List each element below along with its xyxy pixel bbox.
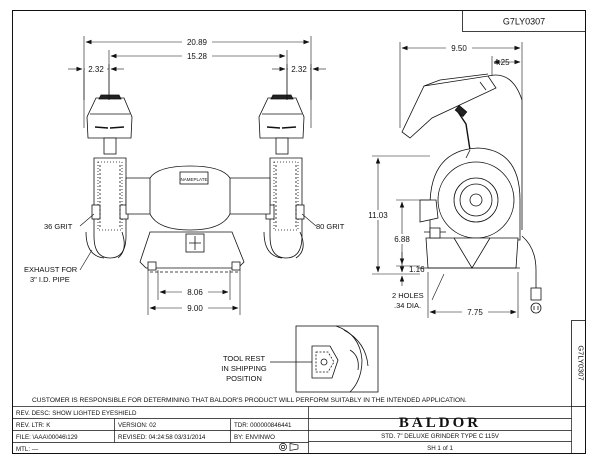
version: VERSION: 02: [118, 422, 157, 429]
drawn-by: BY: ENVINWO: [234, 434, 275, 441]
holes-label-line1: 2 HOLES: [392, 291, 424, 300]
material: MTL: —: [16, 446, 39, 453]
side-view: [401, 73, 542, 314]
exhaust-label-line2: 3" I.D. PIPE: [30, 275, 70, 284]
disclaimer-text: CUSTOMER IS RESPONSIBLE FOR DETERMINING …: [32, 397, 467, 404]
power-cord: [521, 235, 542, 314]
rev-ltr: REV. LTR: K: [16, 422, 51, 429]
left-grit-label: 36 GRIT: [44, 222, 73, 231]
sheet-number: SH 1 of 1: [427, 445, 453, 452]
drawing-number-top: G7LY0307: [503, 17, 545, 27]
motor-housing: [125, 165, 271, 231]
tool-rest-detail: [270, 325, 379, 393]
rev-desc: REV. DESC: SHOW LIGHTED EYESHIELD: [16, 410, 137, 417]
exhaust-label-line1: EXHAUST FOR: [24, 265, 78, 274]
tool-rest-label-line2: IN SHIPPING: [221, 364, 267, 373]
projection-symbol-icon: [279, 443, 299, 451]
drawing-number-side: G7LY0307: [577, 345, 586, 380]
dim-side-depth: 9.50: [451, 44, 467, 53]
baldor-logo: BALDOR: [399, 415, 481, 431]
dim-right-overhang: 2.32: [291, 65, 307, 74]
dim-base-depth: 7.75: [467, 308, 483, 317]
title-block-text: REV. DESC: SHOW LIGHTED EYESHIELD REV. L…: [16, 410, 500, 453]
side-eyeshield: [401, 73, 523, 230]
tool-rest-label-line1: TOOL REST: [223, 354, 266, 363]
left-eyeshield: [86, 94, 133, 155]
front-dimension-text: 20.89 15.28 2.32 2.32 8.06 9.00 36 GRIT …: [24, 37, 345, 313]
product-description: STD. 7" DELUXE GRINDER TYPE C 115V: [381, 433, 500, 440]
right-eyeshield: [258, 94, 305, 155]
grinder-base: [139, 231, 245, 273]
dim-overall-width: 20.89: [187, 38, 208, 47]
dim-base-outer: 9.00: [187, 304, 203, 313]
side-base: [418, 227, 520, 269]
drawing-number-side-box: G7LY0307: [571, 320, 586, 407]
side-dimension-text: 9.50 4.25 11.03 6.88 1.16 7.75 2 HOLES .…: [364, 43, 510, 317]
dim-center-height: 6.88: [394, 235, 410, 244]
tdr-number: TDR: 000000846441: [234, 422, 292, 429]
tool-rest-text: TOOL REST IN SHIPPING POSITION: [221, 354, 267, 383]
side-wheel-guard: [419, 147, 521, 241]
dim-base-height: 1.16: [409, 265, 425, 274]
dim-base-inner: 8.06: [187, 288, 203, 297]
nameplate-label: NAMEPLATE: [181, 177, 208, 182]
right-grit-label: 80 GRIT: [316, 222, 345, 231]
dim-wheel-centers: 15.28: [187, 52, 208, 61]
file-path: FILE: \AAA\00046\129: [16, 434, 78, 441]
revised-date: REVISED: 04:24:58 03/31/2014: [118, 434, 206, 441]
right-wheel-guard: [263, 157, 305, 259]
title-block: [12, 406, 572, 454]
dim-left-overhang: 2.32: [88, 65, 104, 74]
drawing-number-box: G7LY0307: [462, 10, 586, 32]
tool-rest-label-line3: POSITION: [226, 374, 262, 383]
left-wheel-guard: [85, 157, 129, 259]
dim-side-shield: 4.25: [494, 58, 510, 67]
holes-label-line2: .34 DIA.: [394, 301, 421, 310]
front-view: [85, 94, 305, 273]
dim-overall-height: 11.03: [368, 211, 388, 220]
